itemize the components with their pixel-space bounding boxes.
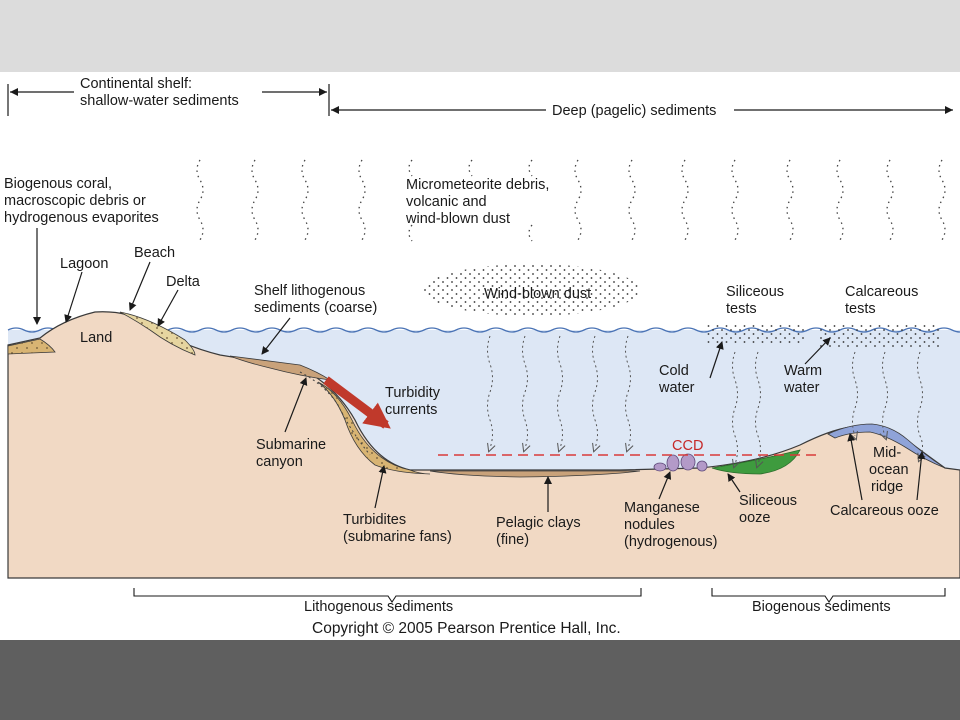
copyright-text: Copyright © 2005 Pearson Prentice Hall, … [312,620,621,637]
shelf-header-scale [7,84,330,116]
shelf-header-line1: Continental shelf: [80,76,192,92]
cold-water-line1: Cold [659,363,689,379]
siliceous-ooze-line2: ooze [739,510,770,526]
manganese-line2: nodules [624,517,675,533]
deep-header-scale [331,106,953,114]
turbidity-line2: currents [385,402,437,418]
siliceous-tests-line2: tests [726,301,757,317]
wind-dust-label: Wind-blown dust [484,286,591,302]
lithogenous-label: Lithogenous sediments [304,599,453,615]
submarine-canyon-line2: canyon [256,454,303,470]
pelagic-clays-line2: (fine) [496,532,529,548]
falling-debris-squiggles [196,159,946,242]
turbidity-current-arrow [323,376,391,429]
pelagic-clays-line1: Pelagic clays [496,515,581,531]
biogenous-coral-line1: Biogenous coral, [4,176,112,192]
micrometeorite-line1: Micrometeorite debris, [406,177,549,193]
wind-blown-dust-cloud [424,264,640,316]
micrometeorite-line3: wind-blown dust [405,211,510,227]
delta-label: Delta [166,274,201,290]
biogenous-brace [711,588,946,603]
mid-ocean-line3: ridge [871,479,903,495]
manganese-line3: (hydrogenous) [624,534,718,550]
settling-particle-trails [487,335,923,464]
turbidites-line2: (submarine fans) [343,529,452,545]
manganese-line1: Manganese [624,500,700,516]
submarine-canyon-outline [299,371,371,456]
pelagic-clay-layer [429,470,641,478]
leader-arrows [33,228,926,512]
ccd-label: CCD [672,438,703,454]
calcareous-ooze-label: Calcareous ooze [830,503,939,519]
shelf-header-line2: shallow-water sediments [80,93,239,109]
land-label: Land [80,330,112,346]
biogenous-coral-line2: macroscopic debris or [4,193,146,209]
lagoon-label: Lagoon [60,256,108,272]
turbidity-line1: Turbidity [385,385,441,401]
biogenous-coral-line3: hydrogenous evaporites [4,210,159,226]
calcareous-tests-line2: tests [845,301,876,317]
bottom-band [0,640,960,720]
manganese-nodules [653,453,708,472]
turbidites-line1: Turbidites [343,512,406,528]
lithogenous-brace [133,588,642,603]
shelf-litho-line1: Shelf lithogenous [254,283,365,299]
siliceous-ooze-line1: Siliceous [739,493,797,509]
submarine-canyon-line1: Submarine [256,437,326,453]
shelf-litho-line2: sediments (coarse) [254,300,377,316]
top-band [0,0,960,72]
beach-label: Beach [134,245,175,261]
cold-water-line2: water [658,380,695,396]
mid-ocean-line2: ocean [869,462,909,478]
shelf-lithogenous-sediment [229,355,331,381]
mid-ocean-line1: Mid- [873,445,901,461]
calcareous-tests-line1: Calcareous [845,284,918,300]
warm-water-line2: water [783,380,820,396]
micrometeorite-line2: volcanic and [406,194,487,210]
biogenous-label: Biogenous sediments [752,599,891,615]
deep-header: Deep (pagelic) sediments [552,103,716,119]
plankton-tests [705,325,940,347]
siliceous-tests-line1: Siliceous [726,284,784,300]
warm-water-line1: Warm [784,363,822,379]
